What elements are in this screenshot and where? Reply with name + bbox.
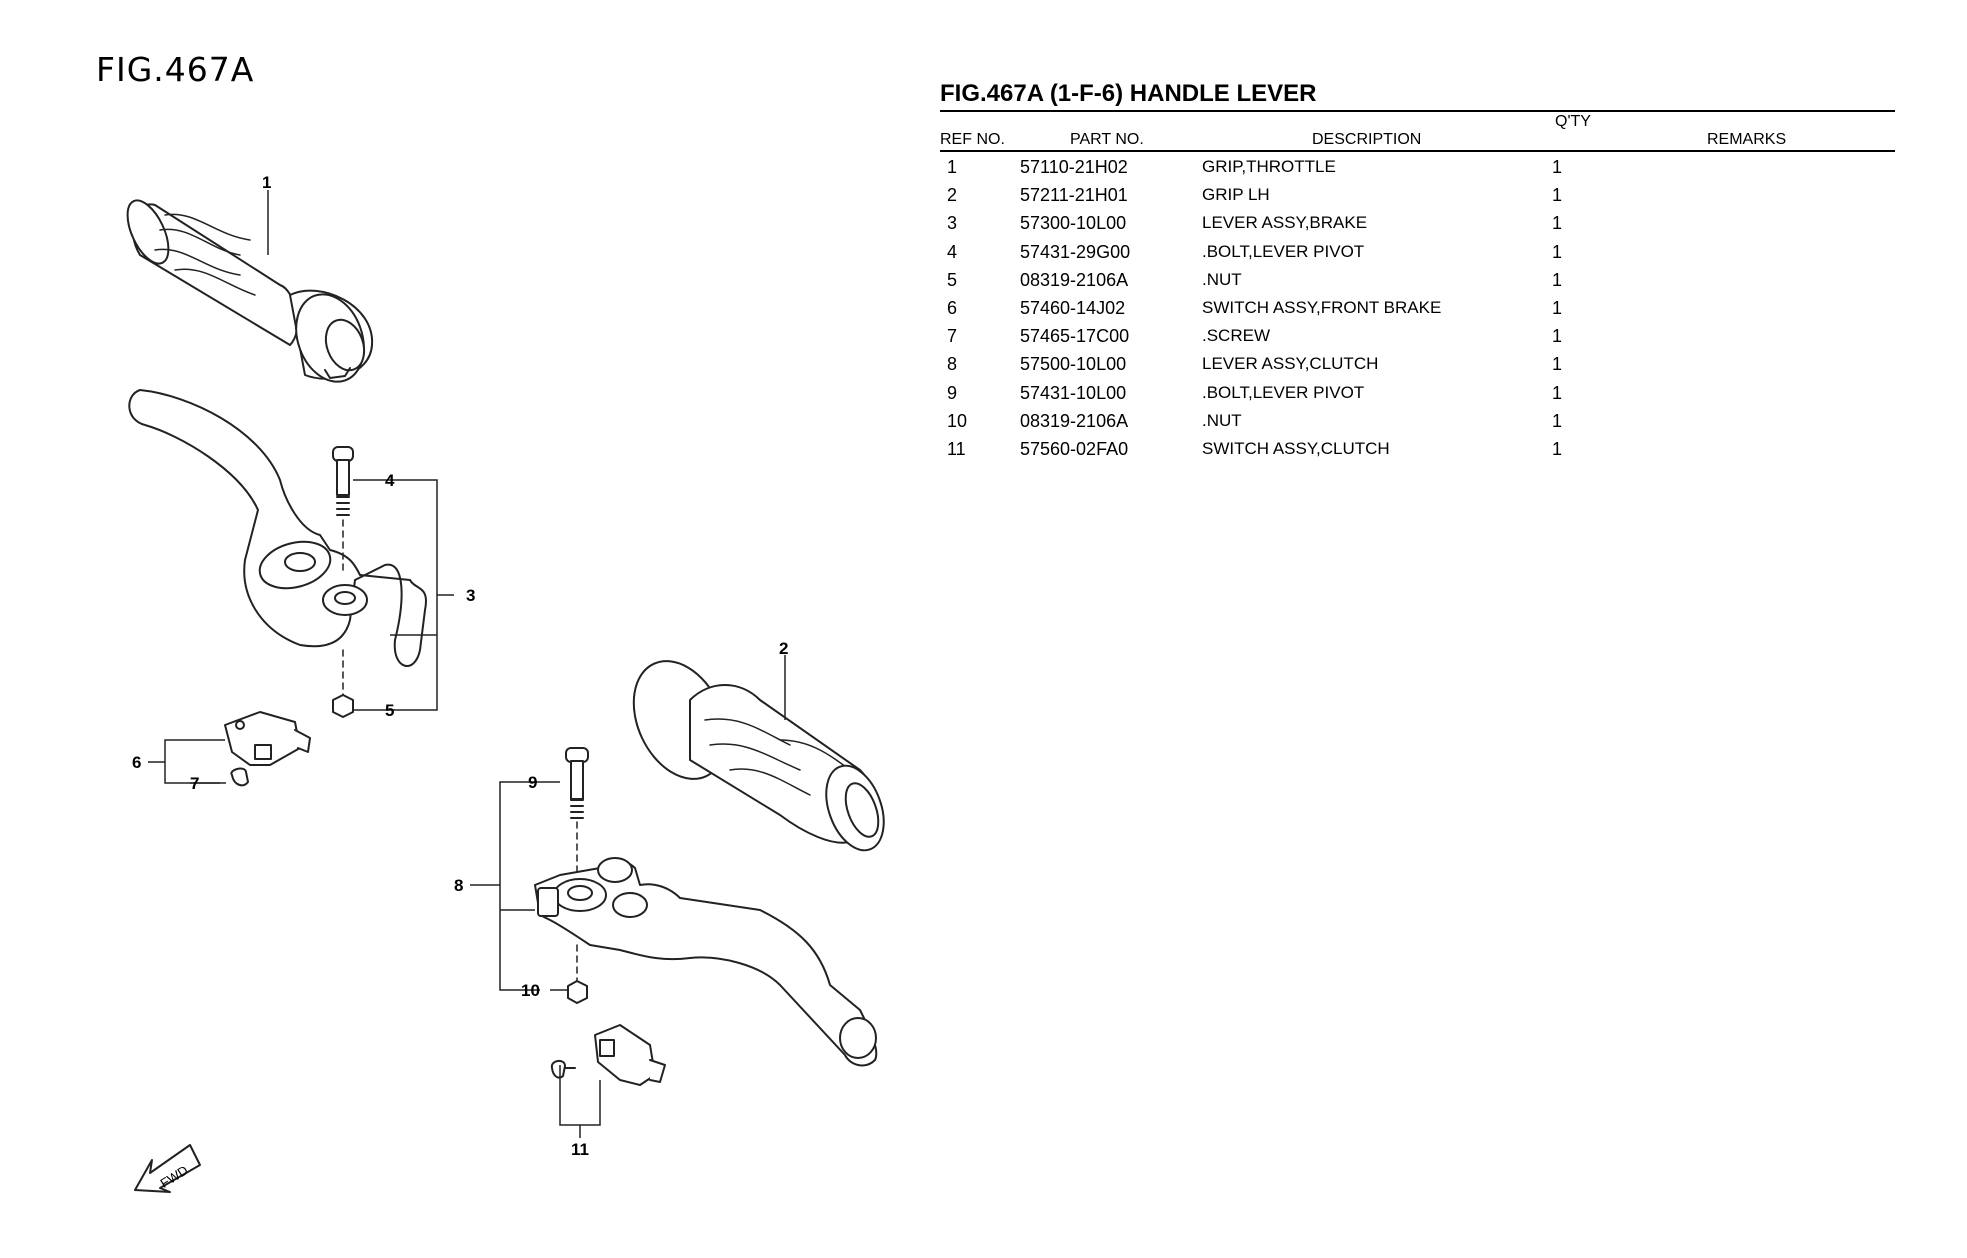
qty-cell: 1 <box>1552 382 1563 403</box>
callout-4: 4 <box>385 471 395 490</box>
callout-labels: 1 2 3 4 5 6 7 8 9 10 11 <box>132 173 788 1159</box>
part-no-cell: 57211-21H01 <box>1020 185 1128 206</box>
throttle-grip-drawing <box>126 199 374 383</box>
clutch-lever-drawing <box>534 857 878 1067</box>
ref-cell: 7 <box>947 326 958 347</box>
table-row: 3 57300-10L00 LEVER ASSY,BRAKE 1 <box>940 209 1895 237</box>
description-cell: .BOLT,LEVER PIVOT <box>1202 382 1365 402</box>
header-qty: Q'TY <box>1555 113 1591 130</box>
qty-cell: 1 <box>1552 241 1563 262</box>
fwd-arrow-icon: FWD <box>134 1144 201 1193</box>
table-row: 8 57500-10L00 LEVER ASSY,CLUTCH 1 <box>940 350 1895 378</box>
ref-cell: 9 <box>947 382 958 403</box>
qty-cell: 1 <box>1552 157 1563 177</box>
part-no-cell: 57460-14J02 <box>1020 297 1126 318</box>
description-cell: .NUT <box>1202 269 1242 289</box>
table-header-rule <box>940 150 1895 152</box>
callout-3: 3 <box>466 586 475 605</box>
header-remarks: REMARKS <box>1707 131 1787 148</box>
part-no-cell: 08319-2106A <box>1020 410 1129 431</box>
part-no-cell: 57500-10L00 <box>1020 354 1127 375</box>
header-part-no: PART NO. <box>1070 131 1144 148</box>
table-row: 5 08319-2106A .NUT 1 <box>940 266 1895 294</box>
qty-cell: 1 <box>1552 326 1563 347</box>
brake-nut-drawing <box>332 649 354 718</box>
table-row: 9 57431-10L00 .BOLT,LEVER PIVOT 1 <box>940 379 1895 407</box>
description-cell: SWITCH ASSY,FRONT BRAKE <box>1202 297 1442 317</box>
callout-10: 10 <box>521 981 540 1000</box>
ref-cell: 10 <box>947 410 968 431</box>
part-no-cell: 57560-02FA0 <box>1020 438 1129 459</box>
callout-9: 9 <box>528 773 537 792</box>
callout-8: 8 <box>454 876 463 895</box>
description-cell: GRIP,THROTTLE <box>1202 157 1336 176</box>
table-row: 7 57465-17C00 .SCREW 1 <box>940 322 1895 350</box>
description-cell: LEVER ASSY,BRAKE <box>1202 213 1368 233</box>
clutch-switch-drawing <box>550 1024 666 1086</box>
part-no-cell: 57431-10L00 <box>1020 382 1127 403</box>
figure-label: FIG.467A <box>96 50 255 89</box>
part-no-cell: 08319-2106A <box>1020 269 1129 290</box>
ref-cell: 11 <box>947 438 966 459</box>
clutch-nut-drawing <box>567 944 588 1004</box>
description-cell: .SCREW <box>1202 326 1270 346</box>
part-no-cell: 57110-21H02 <box>1020 157 1128 177</box>
table-row: 6 57460-14J02 SWITCH ASSY,FRONT BRAKE 1 <box>940 294 1895 322</box>
table-row: 1 57110-21H02 GRIP,THROTTLE 1 <box>940 153 1895 181</box>
description-cell: .BOLT,LEVER PIVOT <box>1202 241 1365 261</box>
callout-5: 5 <box>385 701 394 720</box>
qty-cell: 1 <box>1552 297 1563 318</box>
ref-cell: 5 <box>947 269 958 290</box>
brake-pivot-bolt-drawing <box>332 446 354 576</box>
qty-cell: 1 <box>1552 185 1563 206</box>
qty-cell: 1 <box>1552 354 1563 375</box>
ref-cell: 4 <box>947 241 958 262</box>
description-cell: .NUT <box>1202 410 1242 430</box>
header-ref-no: REF NO. <box>940 131 1005 148</box>
table-title: FIG.467A (1-F-6) HANDLE LEVER <box>940 80 1317 107</box>
description-cell: LEVER ASSY,CLUTCH <box>1202 354 1379 374</box>
qty-cell: 1 <box>1552 438 1563 459</box>
qty-cell: 1 <box>1552 410 1563 431</box>
brake-lever-drawing <box>128 389 427 667</box>
callout-7: 7 <box>190 774 199 793</box>
part-no-cell: 57300-10L00 <box>1020 213 1127 234</box>
table-row: 4 57431-29G00 .BOLT,LEVER PIVOT 1 <box>940 238 1895 266</box>
parts-table: 1 57110-21H02 GRIP,THROTTLE 1 2 57211-21… <box>940 153 1895 463</box>
clutch-pivot-bolt-drawing <box>565 747 589 881</box>
ref-cell: 2 <box>947 185 958 206</box>
table-top-rule <box>940 110 1895 112</box>
callout-2: 2 <box>779 639 788 658</box>
callout-1: 1 <box>262 173 271 192</box>
front-brake-switch-drawing <box>224 711 311 787</box>
description-cell: SWITCH ASSY,CLUTCH <box>1202 438 1390 458</box>
ref-cell: 6 <box>947 297 958 318</box>
table-row: 2 57211-21H01 GRIP LH 1 <box>940 181 1895 209</box>
table-row: 11 57560-02FA0 SWITCH ASSY,CLUTCH 1 <box>940 435 1895 463</box>
part-no-cell: 57431-29G00 <box>1020 241 1131 262</box>
callout-6: 6 <box>132 753 141 772</box>
callout-11: 11 <box>571 1140 589 1159</box>
qty-cell: 1 <box>1552 213 1563 234</box>
ref-cell: 1 <box>947 157 958 177</box>
header-description: DESCRIPTION <box>1312 131 1422 148</box>
ref-cell: 8 <box>947 354 958 375</box>
left-grip-drawing <box>632 660 885 852</box>
part-no-cell: 57465-17C00 <box>1020 326 1130 347</box>
description-cell: GRIP LH <box>1202 185 1270 205</box>
ref-cell: 3 <box>947 213 958 234</box>
table-row: 10 08319-2106A .NUT 1 <box>940 407 1895 435</box>
qty-cell: 1 <box>1552 269 1563 290</box>
